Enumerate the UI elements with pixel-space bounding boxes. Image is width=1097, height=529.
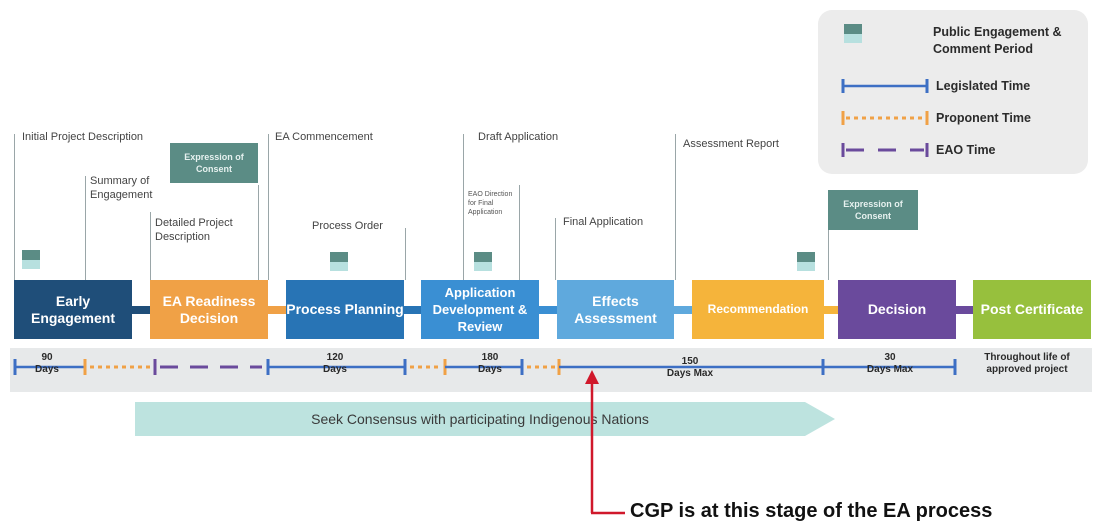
stage-ea-readiness-decision: EA Readiness Decision	[150, 280, 268, 339]
milestone-line	[268, 134, 269, 280]
milestone-line	[150, 212, 151, 280]
comment-period-icon	[474, 252, 492, 271]
comment-period-icon	[844, 24, 862, 43]
stage-connector	[130, 306, 152, 314]
proponent-time-line-icon	[841, 111, 929, 125]
comment-period-icon	[330, 252, 348, 271]
legend-panel: Public Engagement & Comment Period Legis…	[818, 10, 1088, 174]
process-order-label: Process Order	[312, 220, 383, 232]
timeline-lines	[13, 359, 957, 375]
milestone-line	[14, 134, 15, 280]
stage-effects-assessment: Effects Assessment	[557, 280, 674, 339]
legend-engagement-label: Public Engagement & Comment Period	[933, 25, 1062, 56]
detailed-project-description-label: Detailed Project Description	[155, 217, 233, 243]
timeline-bar	[10, 348, 1092, 392]
stage-post-certificate: Post Certificate	[973, 280, 1091, 339]
milestone-line	[675, 134, 676, 280]
eao-time-line-icon	[841, 143, 929, 157]
initial-project-description-label: Initial Project Description	[22, 131, 144, 143]
legend-eao-label: EAO Time	[936, 143, 996, 157]
stage-connector	[539, 306, 561, 314]
stage-connector	[673, 306, 695, 314]
stage-connector	[266, 306, 288, 314]
duration-throughout: Throughout life of approved project	[984, 352, 1070, 375]
milestone-line	[258, 185, 259, 280]
milestone-line	[85, 176, 86, 280]
draft-application-label: Draft Application	[478, 131, 559, 143]
consensus-arrow	[135, 402, 835, 436]
stage-recommendation: Recommendation	[692, 280, 824, 339]
stage-decision: Decision	[838, 280, 956, 339]
milestone-line	[828, 230, 829, 280]
legend-proponent-label: Proponent Time	[936, 111, 1031, 125]
stage-process-planning: Process Planning	[286, 280, 404, 339]
legend-legislated-label: Legislated Time	[936, 79, 1031, 93]
milestone-line	[463, 134, 464, 280]
legislated-time-line-icon	[841, 79, 929, 93]
final-application-label: Final Application	[563, 216, 644, 228]
assessment-report-label: Assessment Report	[683, 138, 779, 150]
comment-period-icon	[22, 250, 40, 269]
milestone-line	[519, 185, 520, 280]
milestone-line	[405, 228, 406, 280]
expression-of-consent-box: Expression of Consent	[828, 190, 918, 230]
stage-early-engagement: Early Engagement	[14, 280, 132, 339]
callout-text: CGP is at this stage of the EA process	[630, 500, 993, 522]
summary-of-engagement-label: Summary of Engagement	[90, 175, 153, 201]
stage-application-development: Application Development & Review	[421, 280, 539, 339]
expression-of-consent-box: Expression of Consent	[170, 143, 258, 183]
consensus-label: Seek Consensus with participating Indige…	[311, 411, 649, 427]
stage-connector	[822, 306, 840, 314]
comment-period-icon	[797, 252, 815, 271]
milestone-line	[555, 218, 556, 280]
ea-commencement-label: EA Commencement	[275, 131, 373, 143]
callout-arrow	[585, 370, 625, 515]
stage-connector	[955, 306, 975, 314]
eao-direction-label: EAO Direction for Final Application	[468, 191, 513, 216]
stage-connector	[403, 306, 425, 314]
